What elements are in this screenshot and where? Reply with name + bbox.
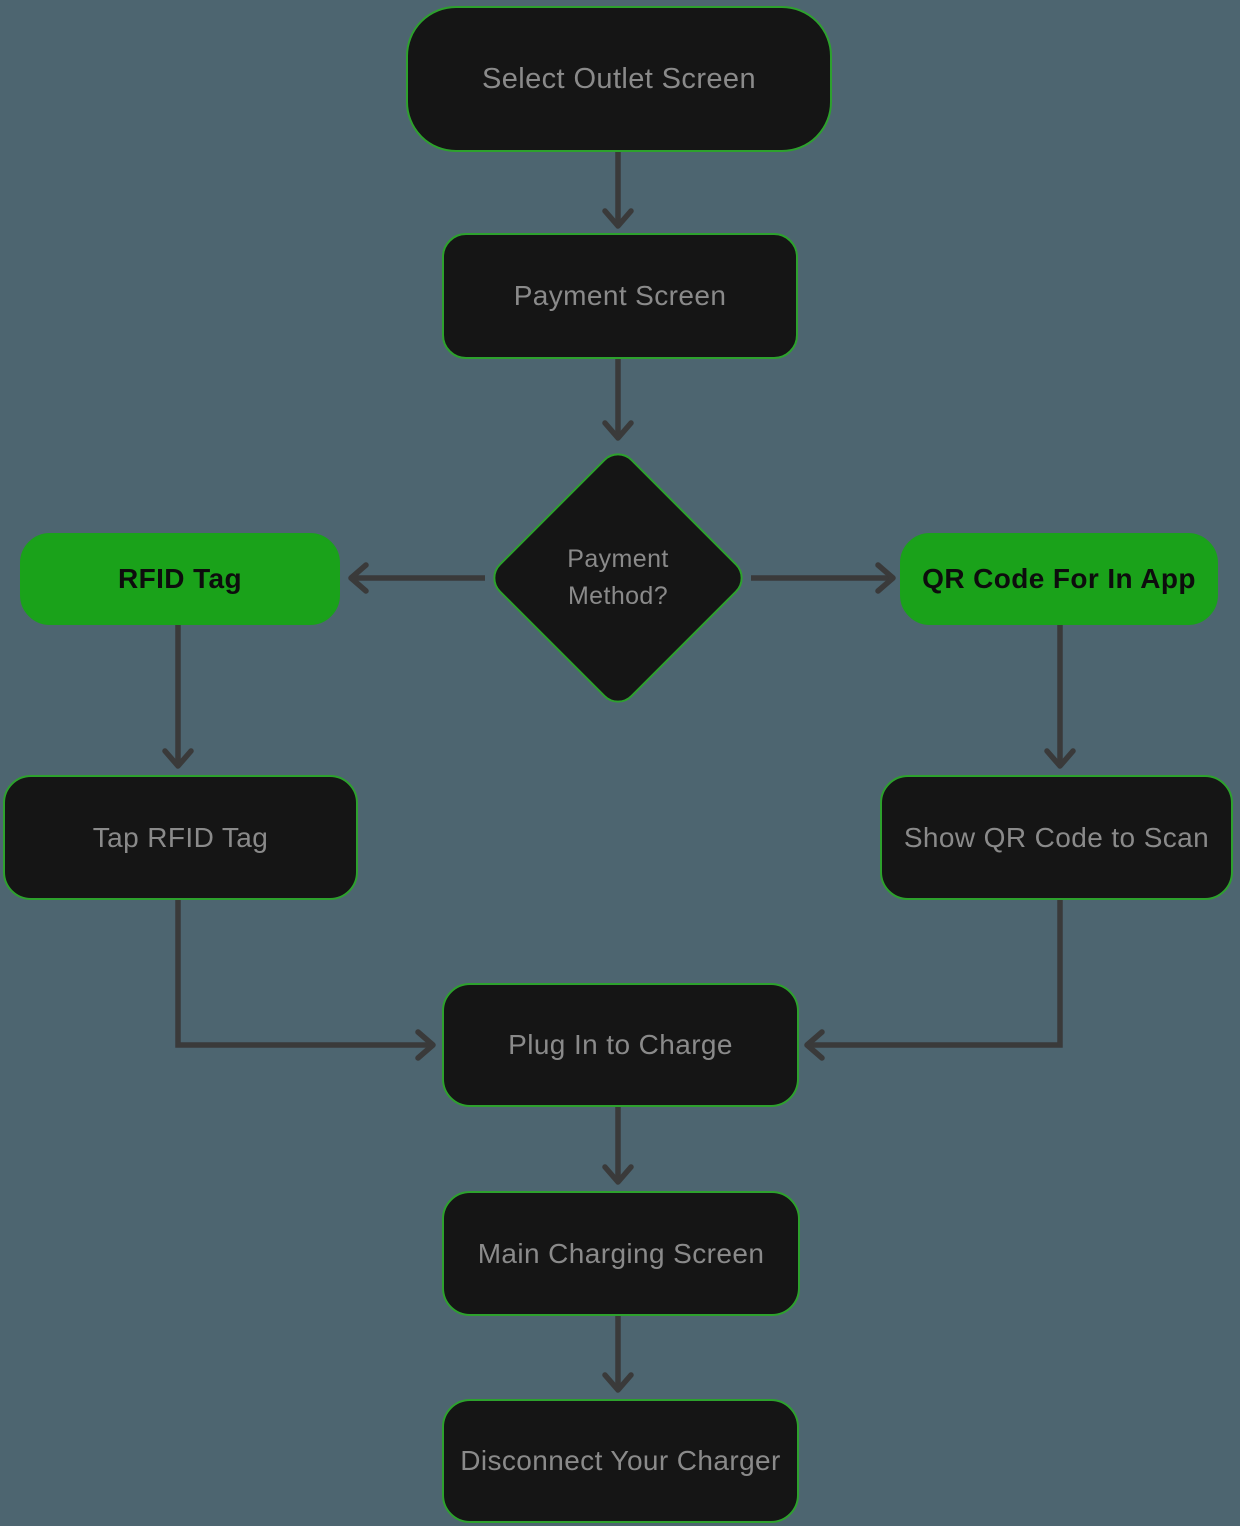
node-plug-in-to-charge: Plug In to Charge <box>442 983 799 1107</box>
node-select-outlet-screen-label: Select Outlet Screen <box>482 62 756 95</box>
node-payment-method-decision: Payment Method? <box>485 445 751 711</box>
node-rfid-tag-label: RFID Tag <box>117 563 242 594</box>
node-disconnect-your-charger: Disconnect Your Charger <box>442 1399 799 1523</box>
node-qr-code-for-in-app-label: QR Code For In App <box>922 563 1196 594</box>
node-show-qr-code-to-scan: Show QR Code to Scan <box>880 775 1233 900</box>
node-plug-in-to-charge-label: Plug In to Charge <box>508 1029 733 1060</box>
node-payment-screen-label: Payment Screen <box>513 280 727 311</box>
edge-show-qr-to-plug-in <box>804 900 1063 1061</box>
node-main-charging-screen: Main Charging Screen <box>442 1191 800 1316</box>
node-show-qr-code-to-scan-label: Show QR Code to Scan <box>903 821 1210 853</box>
node-disconnect-your-charger-label: Disconnect Your Charger <box>460 1445 781 1476</box>
node-rfid-tag: RFID Tag <box>20 533 340 625</box>
node-tap-rfid-tag-label: Tap RFID Tag <box>92 821 269 853</box>
node-payment-method-label: Payment Method? <box>567 544 669 611</box>
payment-method-decision-inner: Payment Method? <box>526 486 710 670</box>
node-main-charging-screen-label: Main Charging Screen <box>477 1237 765 1269</box>
node-select-outlet-screen: Select Outlet Screen <box>406 6 832 152</box>
node-tap-rfid-tag: Tap RFID Tag <box>3 775 358 900</box>
edge-tap-rfid-to-plug-in <box>175 900 436 1061</box>
node-payment-screen: Payment Screen <box>442 233 798 359</box>
node-qr-code-for-in-app: QR Code For In App <box>900 533 1218 625</box>
